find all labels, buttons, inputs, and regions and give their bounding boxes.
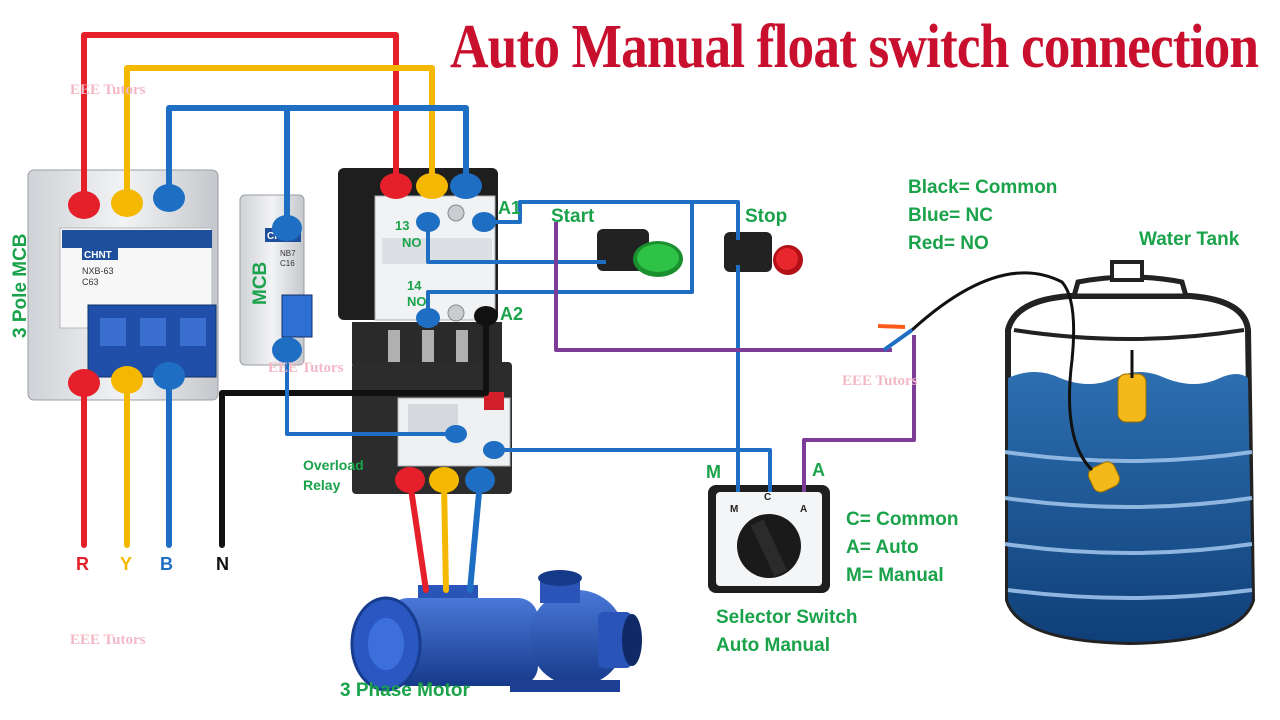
- page-title: Auto Manual float switch connection: [450, 13, 1259, 81]
- contactor-terminal-14: 14: [407, 278, 422, 293]
- wire-a1-to-stop: [484, 200, 740, 240]
- supply-label-y: Y: [120, 554, 133, 574]
- mcb3-brand: CHNT: [84, 250, 112, 261]
- three-phase-motor: [350, 570, 642, 692]
- wire-motor-red: [407, 479, 429, 593]
- legend-blue: Blue= NC: [908, 205, 993, 226]
- supply-label-n: N: [216, 554, 229, 574]
- three-pole-mcb: CHNT NXB-63 C63: [27, 169, 219, 401]
- mcb-model: NB7: [280, 249, 296, 258]
- wire-mcb-to-overload: [285, 350, 456, 436]
- three-pole-mcb-label: 3 Pole MCB: [10, 233, 31, 338]
- wire-float-cable: [910, 271, 1094, 472]
- stop-label: Stop: [745, 206, 788, 227]
- terminal-dots: [68, 173, 505, 493]
- supply-label-r: R: [76, 554, 89, 574]
- wire-neutral: [219, 313, 489, 548]
- wire-overload-to-selector-c: [494, 448, 772, 492]
- motor-label: 3 Phase Motor: [340, 680, 470, 701]
- watermark: EEE Tutors: [842, 373, 918, 389]
- wire-motor-yellow: [441, 479, 449, 593]
- legend-black: Black= Common: [908, 177, 1058, 198]
- selector-a-label: A: [812, 460, 825, 480]
- start-push-button: [597, 229, 683, 277]
- contactor-a2-label: A2: [500, 304, 524, 324]
- wire-float-red-tip: [877, 324, 906, 329]
- mcb-rating: C16: [280, 259, 295, 268]
- watermark: EEE Tutors: [70, 632, 146, 648]
- overload-label-2: Relay: [303, 477, 341, 493]
- selector-switch: [708, 485, 830, 593]
- water-tank-label: Water Tank: [1139, 229, 1240, 250]
- wire-blue-mcb-to-contactor: [166, 105, 469, 201]
- selector-label-1: Selector Switch: [716, 607, 858, 628]
- watermark: EEE Tutors: [70, 82, 146, 98]
- wire-13-to-start: [426, 222, 606, 264]
- selector-m-label: M: [706, 462, 721, 482]
- stop-push-button: [724, 232, 803, 275]
- mcb3-rating: C63: [82, 277, 99, 287]
- mcb3-model: NXB-63: [82, 266, 114, 276]
- contactor-terminal-no2: NO: [407, 294, 427, 309]
- selector-inner-c: C: [764, 492, 771, 503]
- selector-inner-a: A: [800, 504, 807, 515]
- legend-common: C= Common: [846, 509, 959, 530]
- float-legend: Black= Common Blue= NC Red= NO: [908, 174, 1057, 258]
- water-tank: [1004, 260, 1256, 646]
- wire-purple-selector-a-to-float: [802, 335, 916, 492]
- supply-label-b: B: [160, 554, 173, 574]
- selector-legend: C= Common A= Auto M= Manual: [846, 506, 958, 590]
- wire-14-to-start: [426, 202, 694, 318]
- wire-motor-blue: [467, 479, 483, 593]
- wire-float-blue-tip: [882, 328, 914, 352]
- selector-label-2: Auto Manual: [716, 635, 830, 656]
- contactor-terminal-13: 13: [395, 218, 409, 233]
- wire-purple-a1-to-float: [554, 222, 892, 352]
- wire-yellow-mcb-to-contactor: [124, 65, 435, 208]
- selector-inner-m: M: [730, 504, 738, 515]
- legend-red: Red= NO: [908, 233, 989, 254]
- start-label: Start: [551, 206, 595, 227]
- legend-auto: A= Auto: [846, 537, 919, 558]
- contactor-terminal-no1: NO: [402, 235, 422, 250]
- contactor-a1-label: A1: [498, 198, 522, 218]
- overload-label-1: Overload: [303, 457, 364, 473]
- mcb-label: MCB: [250, 261, 271, 305]
- watermark: EEE Tutors: [268, 360, 344, 376]
- legend-manual: M= Manual: [846, 565, 944, 586]
